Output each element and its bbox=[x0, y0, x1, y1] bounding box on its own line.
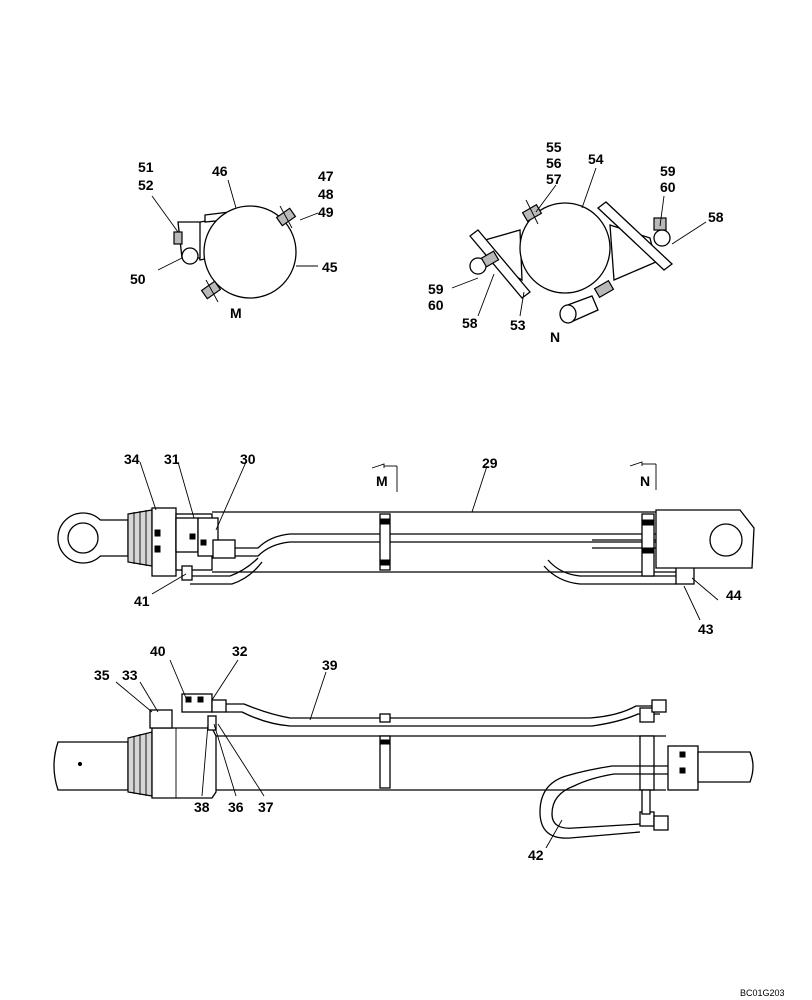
callout-36: 36 bbox=[228, 799, 244, 815]
callout-60-upper: 60 bbox=[660, 179, 676, 195]
callout-34: 34 bbox=[124, 451, 140, 467]
callout-54: 54 bbox=[588, 151, 604, 167]
detail-label-n: N bbox=[550, 329, 560, 345]
callout-50: 50 bbox=[130, 271, 146, 287]
callout-47: 47 bbox=[318, 168, 334, 184]
callout-53: 53 bbox=[510, 317, 526, 333]
callout-45: 45 bbox=[322, 259, 338, 275]
callout-52: 52 bbox=[138, 177, 154, 193]
cylinder-lower-view: 35 33 40 32 39 38 36 37 42 bbox=[53, 643, 754, 863]
bolt-top-n bbox=[521, 199, 543, 225]
bolt-top-m bbox=[275, 205, 297, 229]
callout-42: 42 bbox=[528, 847, 544, 863]
bolt-bottom-n bbox=[593, 279, 615, 299]
callout-33: 33 bbox=[122, 667, 138, 683]
callout-55: 55 bbox=[546, 139, 562, 155]
callout-49: 49 bbox=[318, 204, 334, 220]
cylinder-upper-view: 34 31 30 29 M N 41 44 43 bbox=[57, 451, 755, 637]
callout-59-upper: 59 bbox=[660, 163, 676, 179]
callout-51: 51 bbox=[138, 159, 154, 175]
section-mark-m: M bbox=[376, 473, 388, 489]
callout-37: 37 bbox=[258, 799, 274, 815]
detail-view-m: 51 52 46 47 48 49 45 50 M bbox=[130, 159, 338, 321]
callout-41: 41 bbox=[134, 593, 150, 609]
bolt-bottom-m bbox=[200, 279, 222, 303]
callout-48: 48 bbox=[318, 186, 334, 202]
callout-35: 35 bbox=[94, 667, 110, 683]
callout-40: 40 bbox=[150, 643, 166, 659]
callout-58-right: 58 bbox=[708, 209, 724, 225]
callout-31: 31 bbox=[164, 451, 180, 467]
callout-30: 30 bbox=[240, 451, 256, 467]
detail-label-m: M bbox=[230, 305, 242, 321]
callout-56: 56 bbox=[546, 155, 562, 171]
detail-view-n: 55 56 57 54 59 60 58 59 60 58 53 N bbox=[428, 139, 724, 345]
callout-58-left: 58 bbox=[462, 315, 478, 331]
callout-46: 46 bbox=[212, 163, 228, 179]
callout-38: 38 bbox=[194, 799, 210, 815]
callout-29: 29 bbox=[482, 455, 498, 471]
callout-39: 39 bbox=[322, 657, 338, 673]
callout-59-lower: 59 bbox=[428, 281, 444, 297]
section-mark-n: N bbox=[640, 473, 650, 489]
callout-60-lower: 60 bbox=[428, 297, 444, 313]
callout-44: 44 bbox=[726, 587, 742, 603]
callout-57: 57 bbox=[546, 171, 562, 187]
callout-32: 32 bbox=[232, 643, 248, 659]
drawing-reference-code: BC01G203 bbox=[740, 988, 785, 998]
callout-43: 43 bbox=[698, 621, 714, 637]
